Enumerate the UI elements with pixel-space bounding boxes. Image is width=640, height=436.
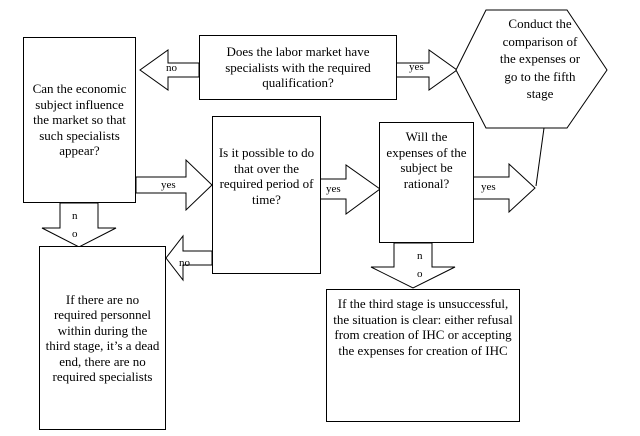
node-third-stage: If the third stage is unsuccessful, the … bbox=[326, 289, 520, 422]
label-no-influence-n: n bbox=[72, 210, 78, 222]
node-influence-question: Can the economic subject influence the m… bbox=[23, 37, 136, 203]
node-market-question: Does the labor market have specialists w… bbox=[199, 35, 397, 100]
arrow-time-to-rational bbox=[319, 164, 381, 215]
arrow-market-to-conduct bbox=[395, 49, 458, 91]
node-time-question: Is it possible to do that over the requi… bbox=[212, 116, 321, 274]
label-yes-influence: yes bbox=[161, 179, 176, 191]
label-no-rational-o: o bbox=[417, 268, 423, 280]
node-third-stage-text: If the third stage is unsuccessful, the … bbox=[333, 296, 513, 358]
label-yes-market: yes bbox=[409, 61, 424, 73]
arrow-rational-to-right bbox=[472, 162, 536, 214]
node-conduct-text: Conduct the comparison of the expenses o… bbox=[499, 16, 581, 101]
connector-line bbox=[535, 127, 545, 187]
node-dead-end: If there are no required personnel withi… bbox=[39, 246, 166, 430]
arrow-time-to-deadend bbox=[165, 234, 213, 282]
arrow-market-to-influence bbox=[139, 49, 200, 91]
node-rational-text: Will the expenses of the subject be rati… bbox=[386, 129, 467, 191]
node-conduct: Conduct the comparison of the expenses o… bbox=[495, 15, 585, 122]
node-rational-question: Will the expenses of the subject be rati… bbox=[379, 122, 474, 243]
arrow-influence-to-time bbox=[135, 158, 213, 212]
label-yes-rational: yes bbox=[481, 181, 496, 193]
label-no-influence-o: o bbox=[72, 228, 78, 240]
conduct-hexagon bbox=[455, 9, 608, 129]
node-dead-end-text: If there are no required personnel withi… bbox=[45, 291, 160, 385]
arrow-influence-to-deadend bbox=[41, 202, 117, 248]
label-no-market: no bbox=[166, 62, 177, 74]
label-no-time: no bbox=[179, 257, 190, 269]
arrow-rational-to-thirdstage bbox=[370, 242, 456, 289]
node-market-text: Does the labor market have specialists w… bbox=[225, 44, 371, 91]
label-yes-time: yes bbox=[326, 183, 341, 195]
label-no-rational-n: n bbox=[417, 250, 423, 262]
node-time-text: Is it possible to do that over the requi… bbox=[218, 145, 315, 207]
node-influence-text: Can the economic subject influence the m… bbox=[32, 81, 127, 159]
